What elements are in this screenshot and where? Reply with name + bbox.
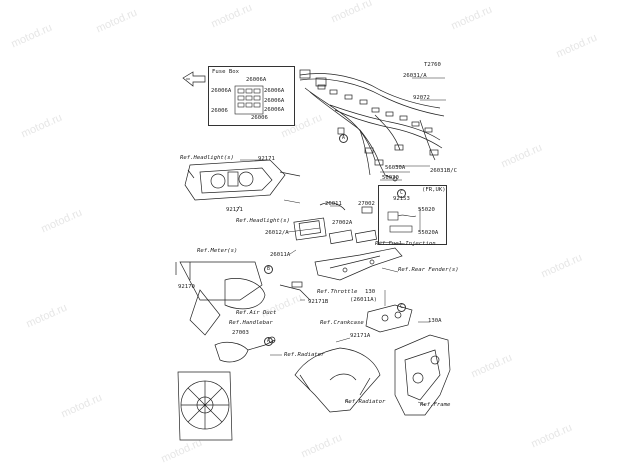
frame-drawing	[394, 334, 451, 416]
fuse-part-number: 26006A	[264, 88, 285, 94]
part-number: 27003	[232, 330, 249, 336]
part-number: 130	[365, 289, 376, 295]
diagram-code: T2760	[424, 62, 441, 68]
part-number: 56030A	[385, 165, 406, 171]
throttle-drawing	[279, 281, 311, 301]
part-number: 92171A	[350, 333, 371, 339]
reference-label: Ref.Radiator	[284, 352, 325, 358]
reference-label: Ref.Fuel Injection	[375, 241, 436, 247]
part-number: 27002	[358, 201, 375, 207]
fuse-part-number: 26006	[211, 108, 228, 114]
part-number: 26012/A	[265, 230, 289, 236]
reference-label: Ref.Throttle	[317, 289, 358, 295]
part-number: (26011A)	[350, 297, 377, 303]
fuse-box-inset: Fuse Box 26006A 26006A 26006A 26006A 260…	[208, 66, 295, 126]
fuse-part-number: 26006A	[264, 98, 285, 104]
fuse-block-icon	[234, 85, 264, 115]
reference-label: Ref.Headlight(s)	[236, 218, 290, 224]
radiator-cover-drawing	[294, 347, 381, 413]
part-number: 92072	[413, 95, 430, 101]
part-number: 26011	[325, 201, 342, 207]
rear-fender-bracket-drawing	[314, 247, 403, 281]
part-number: 27002A	[332, 220, 353, 226]
reference-label: Ref.Rear Fender(s)	[398, 267, 459, 273]
fuse-part-number: 26006A	[211, 88, 232, 94]
part-number: 92171B	[308, 299, 329, 305]
part-number: 130A	[428, 318, 442, 324]
callout-marker: A	[339, 134, 348, 143]
callout-marker: C	[397, 303, 406, 312]
fr-uk-part-icon	[387, 211, 417, 233]
fuse-part-number: 26006A	[264, 107, 285, 113]
part-number: 92170	[178, 284, 195, 290]
part-number: 92171	[258, 156, 275, 162]
fuse-part-number: 26006A	[246, 77, 267, 83]
callout-marker: C	[397, 189, 406, 198]
part-number: 55020A	[418, 230, 439, 236]
meter-drawing	[175, 261, 266, 336]
callout-marker: B	[264, 265, 273, 274]
reference-label: Ref.Meter(s)	[197, 248, 238, 254]
reference-label: Ref.Handlebar	[229, 320, 273, 326]
part-number: 26031/A	[403, 73, 427, 79]
reference-label: Ref.Frame	[420, 402, 451, 408]
front-arrow-icon	[182, 71, 206, 87]
fuse-part-number: 26006	[251, 115, 268, 121]
radiator-drawing	[177, 371, 233, 441]
part-number: 55020	[418, 207, 435, 213]
part-number: 92171	[226, 207, 243, 213]
reference-label: Ref.Air Duct	[236, 310, 277, 316]
main-harness-drawing	[299, 69, 445, 182]
fuse-box-title: Fuse Box	[212, 69, 239, 75]
reference-label: Ref.Crankcase	[320, 320, 364, 326]
fr-uk-inset: (FR,UK)	[378, 185, 447, 245]
crankcase-parts-drawing	[365, 304, 413, 333]
leader-lines	[235, 77, 446, 406]
reference-label: Ref.Headlight(s)	[180, 155, 234, 161]
region-label: (FR,UK)	[422, 187, 446, 193]
part-number: 92153	[393, 196, 410, 202]
part-number: 26011A	[270, 252, 291, 258]
callout-marker: A	[264, 337, 273, 346]
part-number: 26031B/C	[430, 168, 457, 174]
headlight-drawing	[184, 159, 301, 201]
reference-label: Ref.Radiator	[345, 399, 386, 405]
part-number: 56030	[382, 175, 399, 181]
